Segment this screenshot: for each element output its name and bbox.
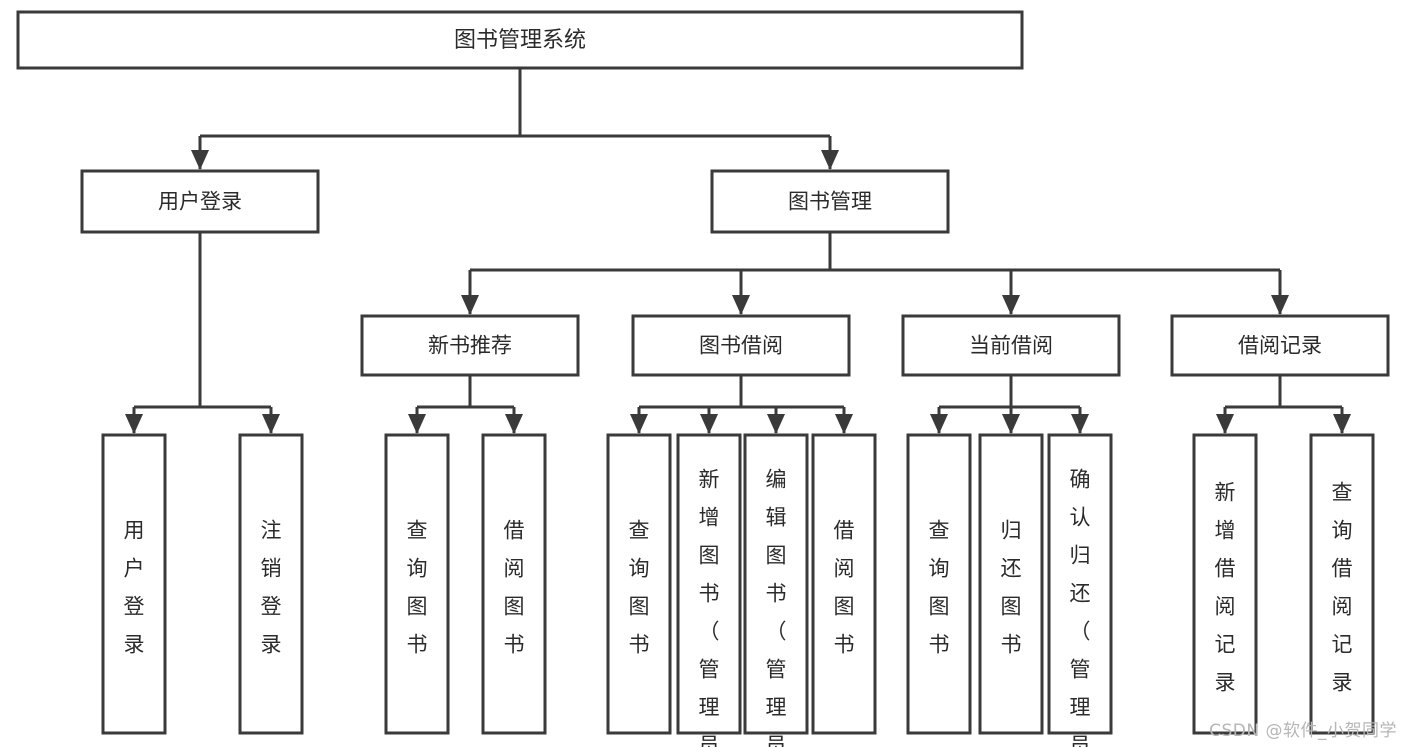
leaf-node-leaf-borrow-book-1[interactable]: 借阅图书 [481,433,547,735]
arrow-head-icon [191,150,209,170]
node-label: 查询借阅记录 [1332,481,1353,695]
node-box [1309,433,1375,735]
node-label: 借阅记录 [1238,334,1322,358]
root-node-book-management-system[interactable]: 图书管理系统 [16,10,1024,70]
node-box [1170,314,1390,377]
node-label: 新书推荐 [428,334,512,358]
leaf-node-leaf-borrow-book-2[interactable]: 借阅图书 [811,433,877,735]
arrow-head-icon [630,414,648,434]
level2-node-book-manage[interactable]: 图书管理 [710,169,950,234]
leaf-node-leaf-add-book[interactable]: 新增图书（管理员） [676,433,742,747]
arrow-head-icon [1071,414,1089,434]
leaf-node-leaf-query-book-2[interactable]: 查询图书 [606,433,672,735]
node-label: 新增借阅记录 [1215,481,1236,695]
leaf-node-leaf-edit-book[interactable]: 编辑图书（管理员） [743,433,809,747]
node-box [80,169,320,234]
arrow-head-icon [1002,414,1020,434]
node-layer: 图书管理系统用户登录图书管理新书推荐图书借阅当前借阅借阅记录用户登录注销登录查询… [16,10,1390,747]
node-label: 图书管理 [788,190,872,214]
node-box [743,433,809,735]
level3-node-borrow-record[interactable]: 借阅记录 [1170,314,1390,377]
node-box [481,433,547,735]
node-box [1047,433,1113,735]
arrow-head-icon [408,414,426,434]
arrow-head-icon [1271,295,1289,315]
level2-node-user-login[interactable]: 用户登录 [80,169,320,234]
node-box [676,433,742,735]
node-label: 图书借阅 [699,334,783,358]
arrow-head-icon [821,150,839,170]
node-label: 确认归还（管理员） [1070,468,1091,747]
arrow-head-icon [930,414,948,434]
node-box [710,169,950,234]
node-box [16,10,1024,70]
arrow-head-icon [125,414,143,434]
level3-node-new-book-rec[interactable]: 新书推荐 [360,314,580,377]
node-box [1192,433,1258,735]
leaf-node-leaf-logout[interactable]: 注销登录 [238,433,304,735]
node-box [906,433,972,735]
leaf-node-leaf-add-record[interactable]: 新增借阅记录 [1192,433,1258,735]
leaf-node-leaf-confirm-return[interactable]: 确认归还（管理员） [1047,433,1113,747]
arrow-head-icon [262,414,280,434]
leaf-node-leaf-query-record[interactable]: 查询借阅记录 [1309,433,1375,735]
node-label: 用户登录 [124,519,145,657]
node-box [978,433,1044,735]
node-label: 编辑图书（管理员） [766,468,787,747]
node-box [606,433,672,735]
arrow-head-icon [1333,414,1351,434]
node-label: 当前借阅 [969,334,1053,358]
node-label: 图书管理系统 [454,28,586,53]
node-box [101,433,167,735]
arrow-head-icon [1216,414,1234,434]
leaf-node-leaf-query-book-1[interactable]: 查询图书 [384,433,450,735]
leaf-node-leaf-return-book[interactable]: 归还图书 [978,433,1044,735]
node-box [360,314,580,377]
node-box [631,314,851,377]
node-box [238,433,304,735]
node-label: 新增图书（管理员） [699,468,720,747]
arrow-head-icon [835,414,853,434]
arrow-head-icon [1002,295,1020,315]
node-box [384,433,450,735]
node-box [901,314,1121,377]
node-label: 查询图书 [929,519,950,657]
node-label: 查询图书 [629,519,650,657]
arrow-head-icon [461,295,479,315]
leaf-node-leaf-query-book-3[interactable]: 查询图书 [906,433,972,735]
node-label: 注销登录 [261,519,282,657]
csdn-watermark: CSDN @软件_小贺同学 [1209,721,1397,741]
node-label: 借阅图书 [834,519,855,657]
connector-layer [125,68,1351,434]
node-label: 借阅图书 [504,519,525,657]
node-label: 归还图书 [1001,519,1022,657]
node-label: 用户登录 [158,190,242,214]
arrow-head-icon [700,414,718,434]
arrow-head-icon [505,414,523,434]
leaf-node-leaf-user-login[interactable]: 用户登录 [101,433,167,735]
level3-node-current-borrow[interactable]: 当前借阅 [901,314,1121,377]
node-box [811,433,877,735]
arrow-head-icon [732,295,750,315]
node-label: 查询图书 [407,519,428,657]
arrow-head-icon [767,414,785,434]
level3-node-book-borrow[interactable]: 图书借阅 [631,314,851,377]
